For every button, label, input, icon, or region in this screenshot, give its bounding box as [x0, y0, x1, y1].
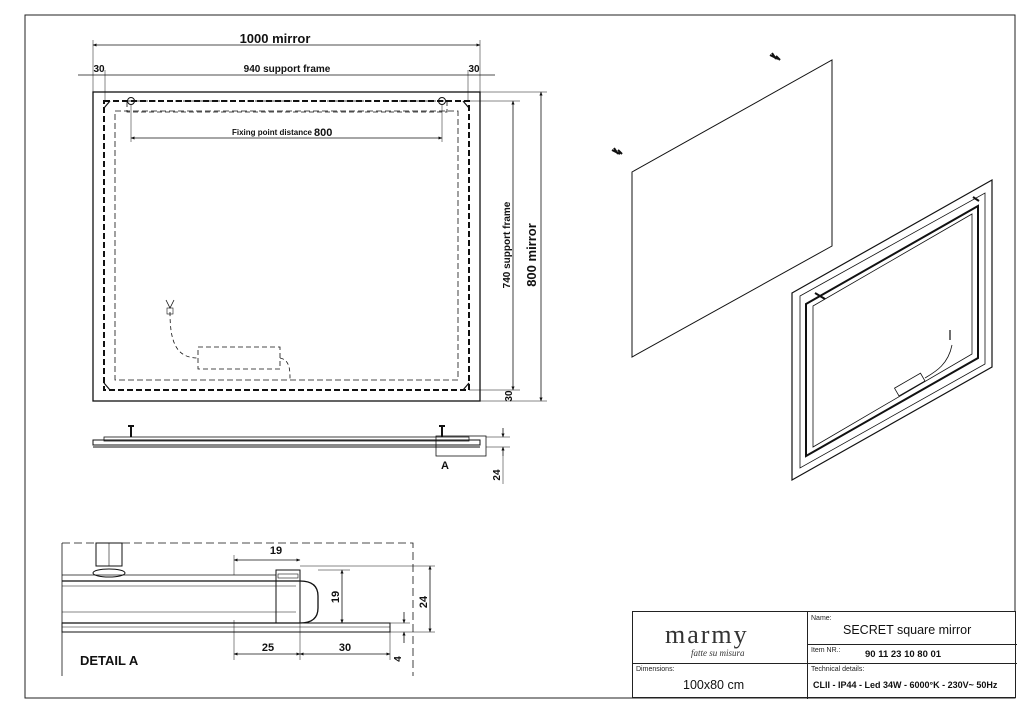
dim-frame-height: 740 support frame [502, 201, 513, 288]
name-label: Name: [811, 615, 832, 622]
dim-left-offset: 30 [93, 64, 105, 75]
detail-dim-4: 4 [393, 656, 404, 662]
detail-a-view: 19 19 24 25 30 4 DETAIL A [61, 542, 435, 676]
dim-side-thickness: 24 [492, 469, 503, 481]
detail-dim-25: 25 [262, 642, 274, 654]
dim-bottom-offset: 30 [504, 390, 515, 402]
dim-fixing-value: 800 [314, 127, 332, 139]
technical-label: Technical details: [811, 666, 865, 673]
dimensions-value: 100x80 cm [683, 678, 745, 692]
detail-dim-30: 30 [339, 642, 351, 654]
detail-dim-19-top: 19 [270, 545, 282, 557]
brand-tagline: fatte su misura [691, 648, 745, 658]
side-view: A 24 [92, 425, 510, 484]
name-value: SECRET square mirror [843, 623, 972, 637]
technical-value: CLII - IP44 - Led 34W - 6000°K - 230V~ 5… [813, 680, 998, 690]
detail-dim-24: 24 [418, 595, 430, 608]
dimensions-label: Dimensions: [636, 666, 675, 673]
detail-a-title: DETAIL A [80, 653, 139, 668]
title-block: marmy fatte su misura Name: SECRET squar… [632, 611, 1017, 699]
isometric-frame-view [791, 178, 993, 482]
dim-frame-width: 940 support frame [244, 64, 331, 75]
sheet-border [24, 14, 1016, 699]
detail-a-marker: A [441, 460, 449, 472]
support-frame-inner [114, 110, 459, 381]
fixing-point-left [127, 97, 135, 105]
led-driver [197, 346, 281, 370]
front-view: 1000 mirror 30 940 support frame 30 Fixi… [78, 31, 547, 402]
dim-mirror-height: 800 mirror [524, 223, 539, 287]
isometric-mirror-view [611, 52, 833, 358]
brand-logo: marmy [665, 620, 749, 649]
detail-dim-19-side: 19 [330, 591, 342, 603]
dim-mirror-width: 1000 mirror [240, 31, 311, 46]
dim-right-offset: 30 [468, 64, 480, 75]
fixing-point-right [438, 97, 446, 105]
item-label: Item NR.: [811, 647, 841, 654]
mirror-outline [92, 91, 481, 402]
item-value: 90 11 23 10 80 01 [865, 649, 942, 660]
detail-a-box [435, 435, 487, 457]
support-frame-outer [103, 100, 470, 391]
dim-fixing-label: Fixing point distance [232, 128, 313, 137]
